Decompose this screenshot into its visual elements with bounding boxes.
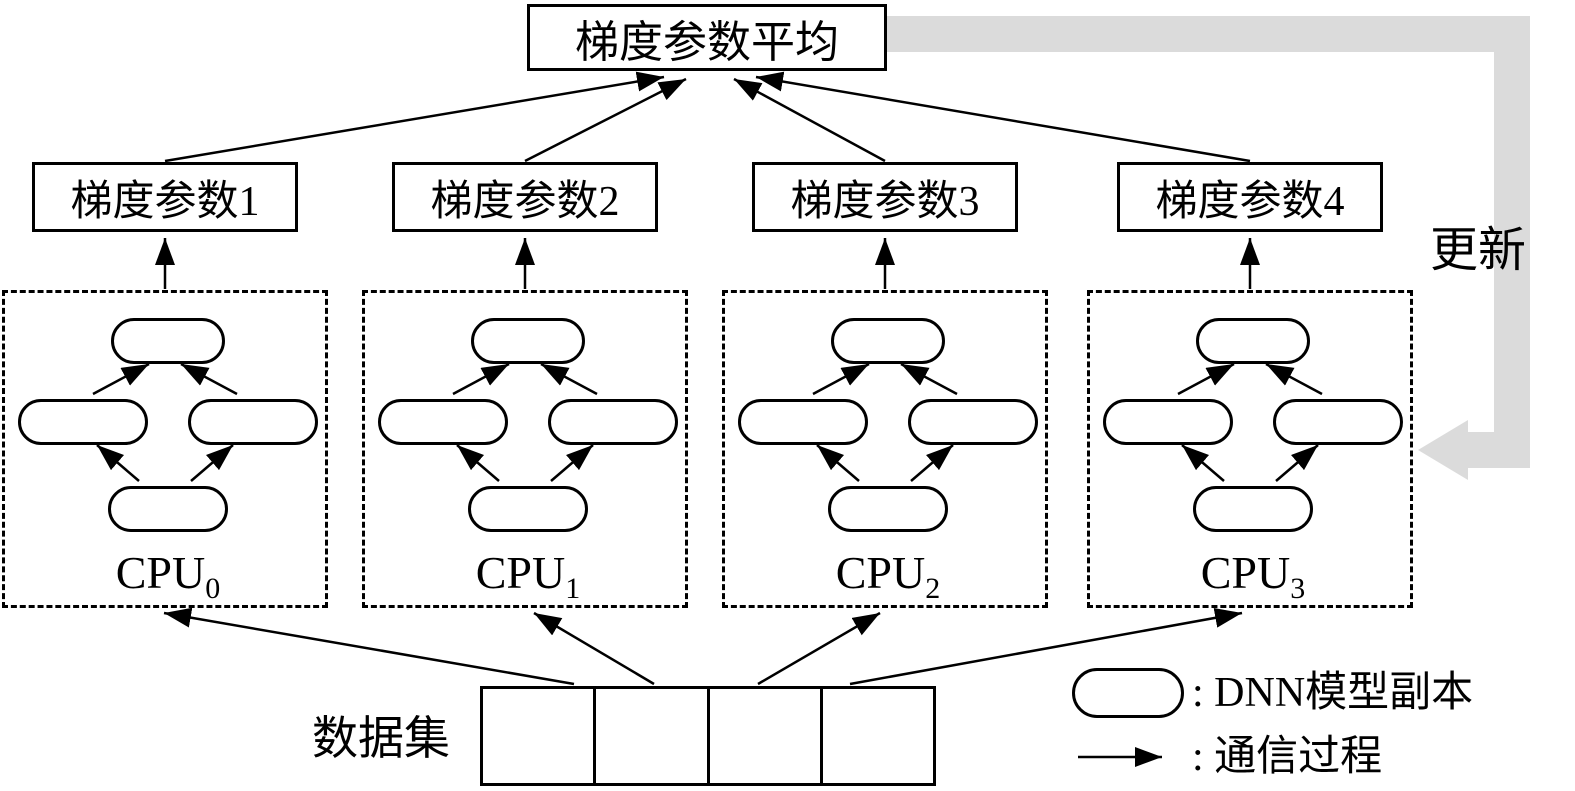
cpu-subscript: 2: [925, 572, 941, 606]
gradient-box-2-label: 梯度参数2: [430, 178, 620, 225]
dnn-node: [1273, 399, 1403, 445]
dnn-node: [1103, 399, 1233, 445]
arrow-dnn0-bot-midl: [96, 444, 140, 482]
cpu-subscript: 1: [565, 572, 581, 606]
arrow-dnn2-midr-top: [900, 362, 958, 396]
dnn-node: [1196, 318, 1310, 364]
arrow-dataset-to-cpu1: [533, 611, 655, 686]
dataset-box: [480, 686, 936, 786]
arrow-dnn1-bot-midr: [550, 444, 594, 482]
arrow-grad1-to-average: [164, 71, 665, 163]
arrow-dnn1-midl-top: [452, 362, 510, 396]
dataset-cell: [596, 689, 710, 783]
dnn-node: [548, 399, 678, 445]
dnn-node: [1193, 486, 1313, 532]
arrow-dnn2-midl-top: [812, 362, 870, 396]
cpu-name: CPU: [835, 547, 926, 598]
arrow-dnn3-midr-top: [1265, 362, 1323, 396]
dnn-node: [738, 399, 868, 445]
legend-dnn-node-icon: [1072, 668, 1184, 718]
arrow-grad3-to-average: [733, 77, 886, 163]
dnn-node: [18, 399, 148, 445]
cpu-name: CPU: [115, 547, 206, 598]
legend-arrow-label: : 通信过程: [1192, 734, 1383, 780]
dnn-node: [188, 399, 318, 445]
cpu-box-0: CPU0: [2, 290, 328, 608]
dnn-node: [111, 318, 225, 364]
dnn-node: [828, 486, 948, 532]
arrow-dataset-to-cpu3: [849, 607, 1243, 686]
cpu-box-1: CPU1: [362, 290, 688, 608]
arrow-dnn1-bot-midl: [456, 444, 500, 482]
dataset-cell: [483, 689, 597, 783]
arrow-grad4-to-average: [755, 71, 1251, 163]
arrow-dnn2-bot-midr: [910, 444, 954, 482]
arrow-dataset-to-cpu2: [757, 611, 881, 686]
gradient-box-4-label: 梯度参数4: [1155, 178, 1345, 225]
update-label: 更新: [1430, 224, 1527, 277]
arrow-dataset-to-cpu0: [163, 607, 575, 686]
gradient-box-1: 梯度参数1: [32, 162, 298, 232]
cpu-box-2: CPU2: [722, 290, 1048, 608]
dnn-node: [831, 318, 945, 364]
update-feedback-path: [887, 16, 1530, 468]
gradient-box-3: 梯度参数3: [752, 162, 1018, 232]
arrow-dnn3-midl-top: [1177, 362, 1235, 396]
cpu-label-1: CPU1: [365, 546, 691, 604]
arrow-dnn2-bot-midl: [816, 444, 860, 482]
gradient-box-2: 梯度参数2: [392, 162, 658, 232]
arrow-dnn1-midr-top: [540, 362, 598, 396]
dataset-cell: [823, 689, 933, 783]
arrow-dnn0-midr-top: [180, 362, 238, 396]
cpu-subscript: 3: [1290, 572, 1306, 606]
arrow-dnn0-midl-top: [92, 362, 150, 396]
cpu-subscript: 0: [205, 572, 221, 606]
gradient-average-label: 梯度参数平均: [575, 17, 839, 67]
arrow-grad2-to-average: [524, 77, 687, 163]
cpu-name: CPU: [475, 547, 566, 598]
arrow-dnn3-bot-midl: [1181, 444, 1225, 482]
gradient-box-3-label: 梯度参数3: [790, 178, 980, 225]
cpu-name: CPU: [1200, 547, 1291, 598]
arrow-dnn0-bot-midr: [190, 444, 234, 482]
gradient-box-1-label: 梯度参数1: [70, 178, 260, 225]
cpu-label-2: CPU2: [725, 546, 1051, 604]
dnn-node: [378, 399, 508, 445]
gradient-box-4: 梯度参数4: [1117, 162, 1383, 232]
dnn-node: [908, 399, 1038, 445]
legend-dnn-label: : DNN模型副本: [1192, 670, 1474, 716]
dnn-node: [468, 486, 588, 532]
dataset-label: 数据集: [312, 713, 450, 764]
arrow-dnn3-bot-midr: [1275, 444, 1319, 482]
cpu-label-3: CPU3: [1090, 546, 1416, 604]
dnn-node: [471, 318, 585, 364]
dataset-cell: [710, 689, 823, 783]
update-feedback-arrowhead-icon: [1418, 420, 1468, 480]
dnn-node: [108, 486, 228, 532]
cpu-label-0: CPU0: [5, 546, 331, 604]
cpu-box-3: CPU3: [1087, 290, 1413, 608]
gradient-average-box: 梯度参数平均: [527, 4, 887, 71]
